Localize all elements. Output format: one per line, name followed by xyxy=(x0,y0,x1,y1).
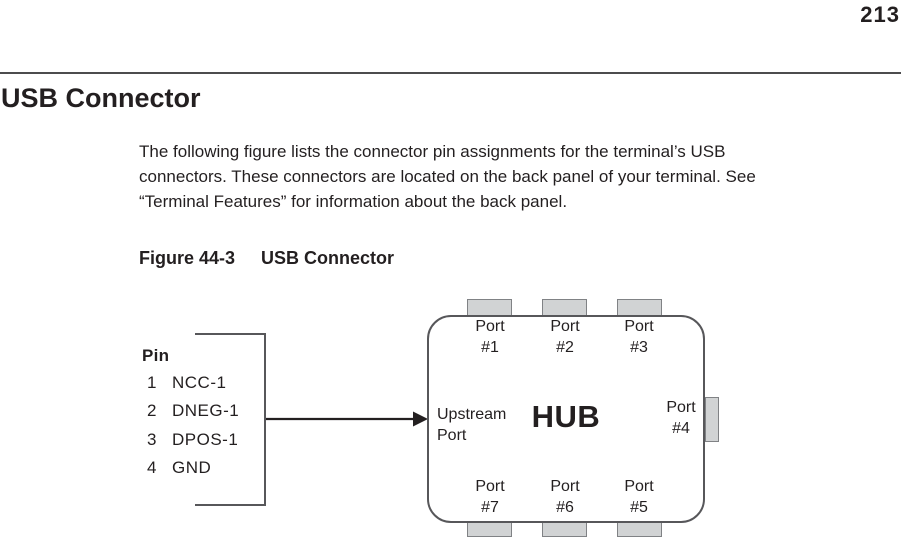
hub-right-tab xyxy=(705,397,719,442)
pin-table: 1 NCC-1 2 DNEG-1 3 DPOS-1 4 GND xyxy=(147,369,239,482)
pin-number: 4 xyxy=(147,457,157,477)
port-number: #5 xyxy=(630,498,648,516)
figure-caption-label: Figure 44-3 xyxy=(139,248,236,268)
port-5-label: Port #5 xyxy=(607,477,671,518)
port-number: #4 xyxy=(672,420,690,437)
port-number: #2 xyxy=(556,338,574,356)
pin-number: 3 xyxy=(147,429,157,449)
figure-caption-title: USB Connector xyxy=(261,248,395,268)
port-word: Port xyxy=(550,478,580,495)
pin-number: 1 xyxy=(147,373,157,392)
arrow-head xyxy=(413,411,428,427)
hub-bottom-tab-3 xyxy=(617,521,662,537)
pin-signal-name: DPOS-1 xyxy=(172,429,239,449)
port-4-label: Port #4 xyxy=(649,397,713,439)
port-word: Port xyxy=(475,478,505,495)
pin-signal-name: GND xyxy=(172,457,212,477)
paragraph-line: The following figure lists the connector… xyxy=(139,142,726,161)
pin-bracket xyxy=(195,333,266,506)
port-number: #3 xyxy=(630,338,648,356)
pin-row: 1 NCC-1 xyxy=(147,369,239,397)
port-1-label: Port #1 xyxy=(458,317,522,358)
paragraph-line: “Terminal Features” for information abou… xyxy=(139,192,568,211)
page-number: 213 xyxy=(860,2,900,27)
pin-row: 3 DPOS-1 xyxy=(147,426,239,454)
port-6-label: Port #6 xyxy=(533,477,597,518)
port-number: #1 xyxy=(481,338,499,356)
upstream-port-label: Upstream Port xyxy=(437,404,506,446)
body-paragraph: The following figure lists the connector… xyxy=(139,139,899,214)
port-word: Port xyxy=(475,318,505,335)
pin-signal-name: DNEG-1 xyxy=(172,401,240,421)
port-word: Port xyxy=(550,318,580,335)
pin-number: 2 xyxy=(147,401,157,421)
hub-title: HUB xyxy=(531,399,601,434)
hub-bottom-tab-2 xyxy=(542,521,587,537)
hub-outline xyxy=(427,315,705,523)
port-number: #7 xyxy=(481,498,499,516)
upstream-word: Upstream xyxy=(437,406,507,423)
hub-bottom-tab-1 xyxy=(467,521,512,537)
pin-signal-name: NCC-1 xyxy=(172,373,227,392)
port-word: Port xyxy=(666,399,696,416)
pin-row: 4 GND xyxy=(147,454,239,482)
port-word: Port xyxy=(624,318,654,335)
section-title: USB Connector xyxy=(1,83,201,113)
port-3-label: Port #3 xyxy=(607,317,671,358)
figure-caption: Figure 44-3 USB Connector xyxy=(139,248,394,269)
port-2-label: Port #2 xyxy=(533,317,597,358)
pin-table-header: Pin xyxy=(142,346,170,365)
upstream-port-word: Port xyxy=(437,427,467,444)
port-7-label: Port #7 xyxy=(458,477,522,518)
pin-row: 2 DNEG-1 xyxy=(147,397,239,425)
port-number: #6 xyxy=(556,498,574,516)
port-word: Port xyxy=(624,478,654,495)
header-rule xyxy=(0,72,901,74)
paragraph-line: connectors. These connectors are located… xyxy=(139,167,756,186)
